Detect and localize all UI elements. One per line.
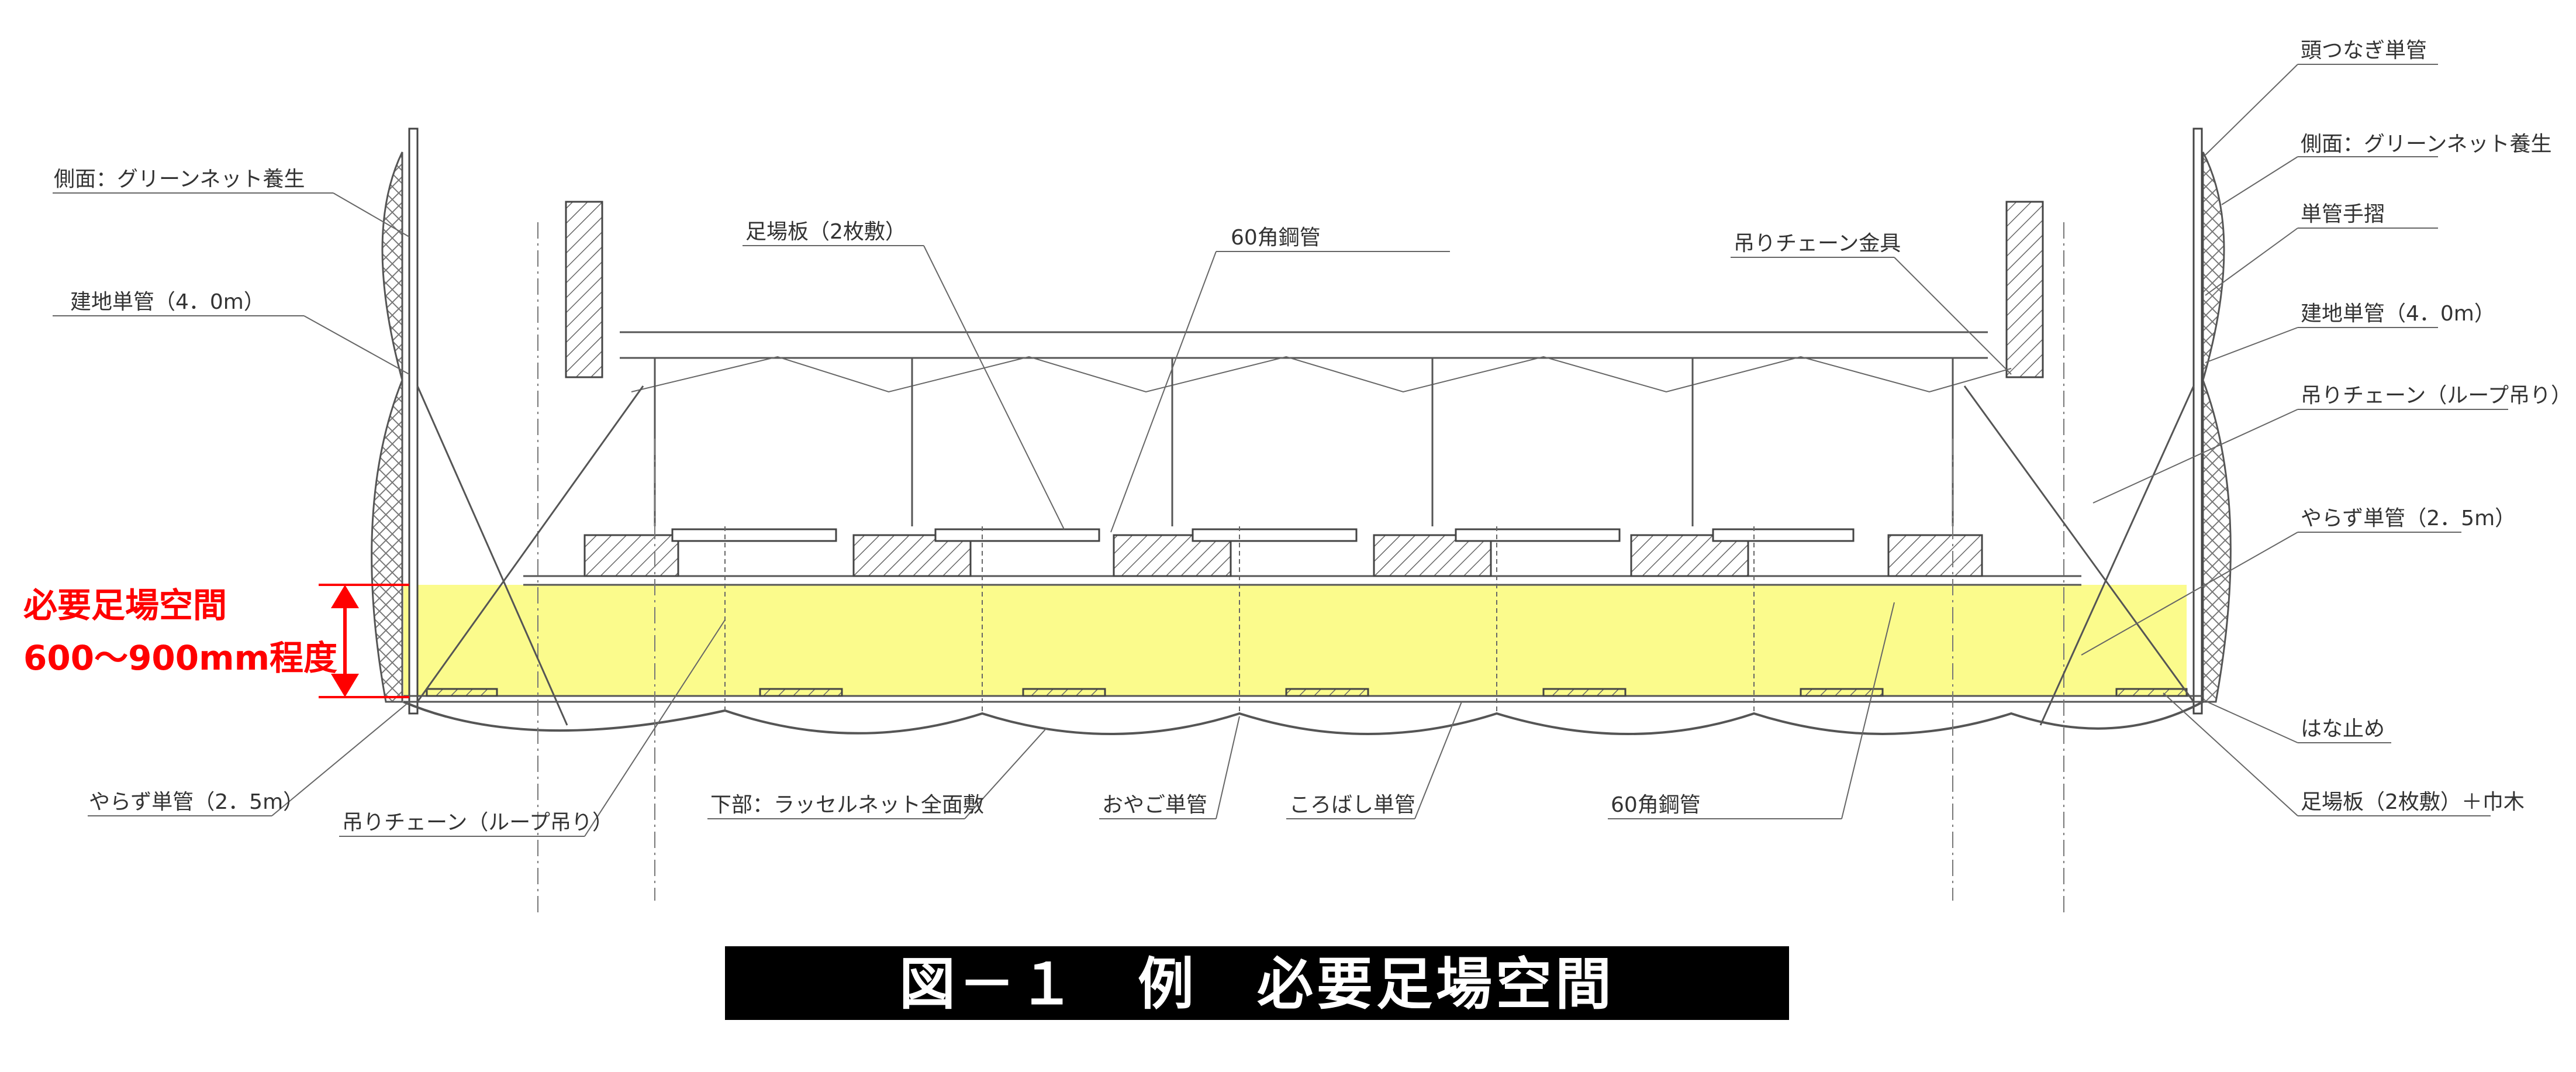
label-head-tie-pipe: 頭つなぎ単管 — [2301, 39, 2427, 63]
label-boards-center: 足場板（2枚敷） — [745, 220, 906, 244]
right-column — [2005, 201, 2044, 378]
label-brace-pipe-left: やらず単管（2．5m） — [89, 790, 304, 814]
label-main-pipe: おやご単管 — [1102, 793, 1207, 817]
label-end-stop: はな止め — [2301, 717, 2385, 741]
label-square-steel-top: 60角鋼管 — [1231, 226, 1321, 250]
label-square-steel-bottom: 60角鋼管 — [1611, 793, 1701, 817]
label-brace-pipe-right: やらず単管（2．5m） — [2301, 506, 2516, 530]
bottom-russell-net — [403, 701, 2204, 735]
label-russell-net: 下部：ラッセルネット全面敷 — [710, 793, 984, 817]
required-space-range: 600～900mm程度 — [23, 638, 337, 678]
lower-boards — [426, 688, 2188, 697]
right-side-net — [2202, 151, 2232, 703]
label-hanging-chain-left: 吊りチェーン（ループ吊り） — [342, 811, 613, 835]
leader-lines — [53, 64, 2508, 837]
caption-text: 図－１ 例 必要足場空間 — [899, 952, 1615, 1017]
label-boards-toeboard: 足場板（2枚敷）＋巾木 — [2301, 790, 2525, 814]
required-space-highlight — [403, 585, 2187, 696]
dimension-arrow-bottom — [331, 674, 359, 697]
label-chain-fitting: 吊りチェーン金具 — [1734, 232, 1901, 256]
label-rolling-pipe: ころばし単管 — [1289, 793, 1415, 817]
diagonal-braces — [416, 385, 2195, 726]
dimension-arrow-top — [331, 585, 359, 608]
label-standard-pipe-right: 建地単管（4．0m） — [2301, 302, 2495, 326]
label-standard-pipe-left: 建地単管（4．0m） — [70, 290, 265, 314]
label-side-green-net-right: 側面：グリーンネット養生 — [2301, 132, 2551, 156]
left-side-net — [371, 151, 403, 703]
label-side-green-net-left: 側面：グリーンネット養生 — [54, 167, 305, 191]
left-column — [565, 201, 603, 378]
left-standard-pipe — [408, 127, 419, 715]
hanger-posts — [620, 357, 1988, 526]
upper-hatched-boards — [583, 534, 1983, 577]
label-pipe-handrail: 単管手摺 — [2301, 202, 2385, 226]
chains — [724, 526, 1755, 713]
label-hanging-chain-right: 吊りチェーン（ループ吊り） — [2301, 384, 2572, 408]
required-space-label: 必要足場空間 — [23, 585, 227, 625]
caption-bar — [725, 946, 1789, 1020]
right-standard-pipe — [2192, 127, 2203, 715]
